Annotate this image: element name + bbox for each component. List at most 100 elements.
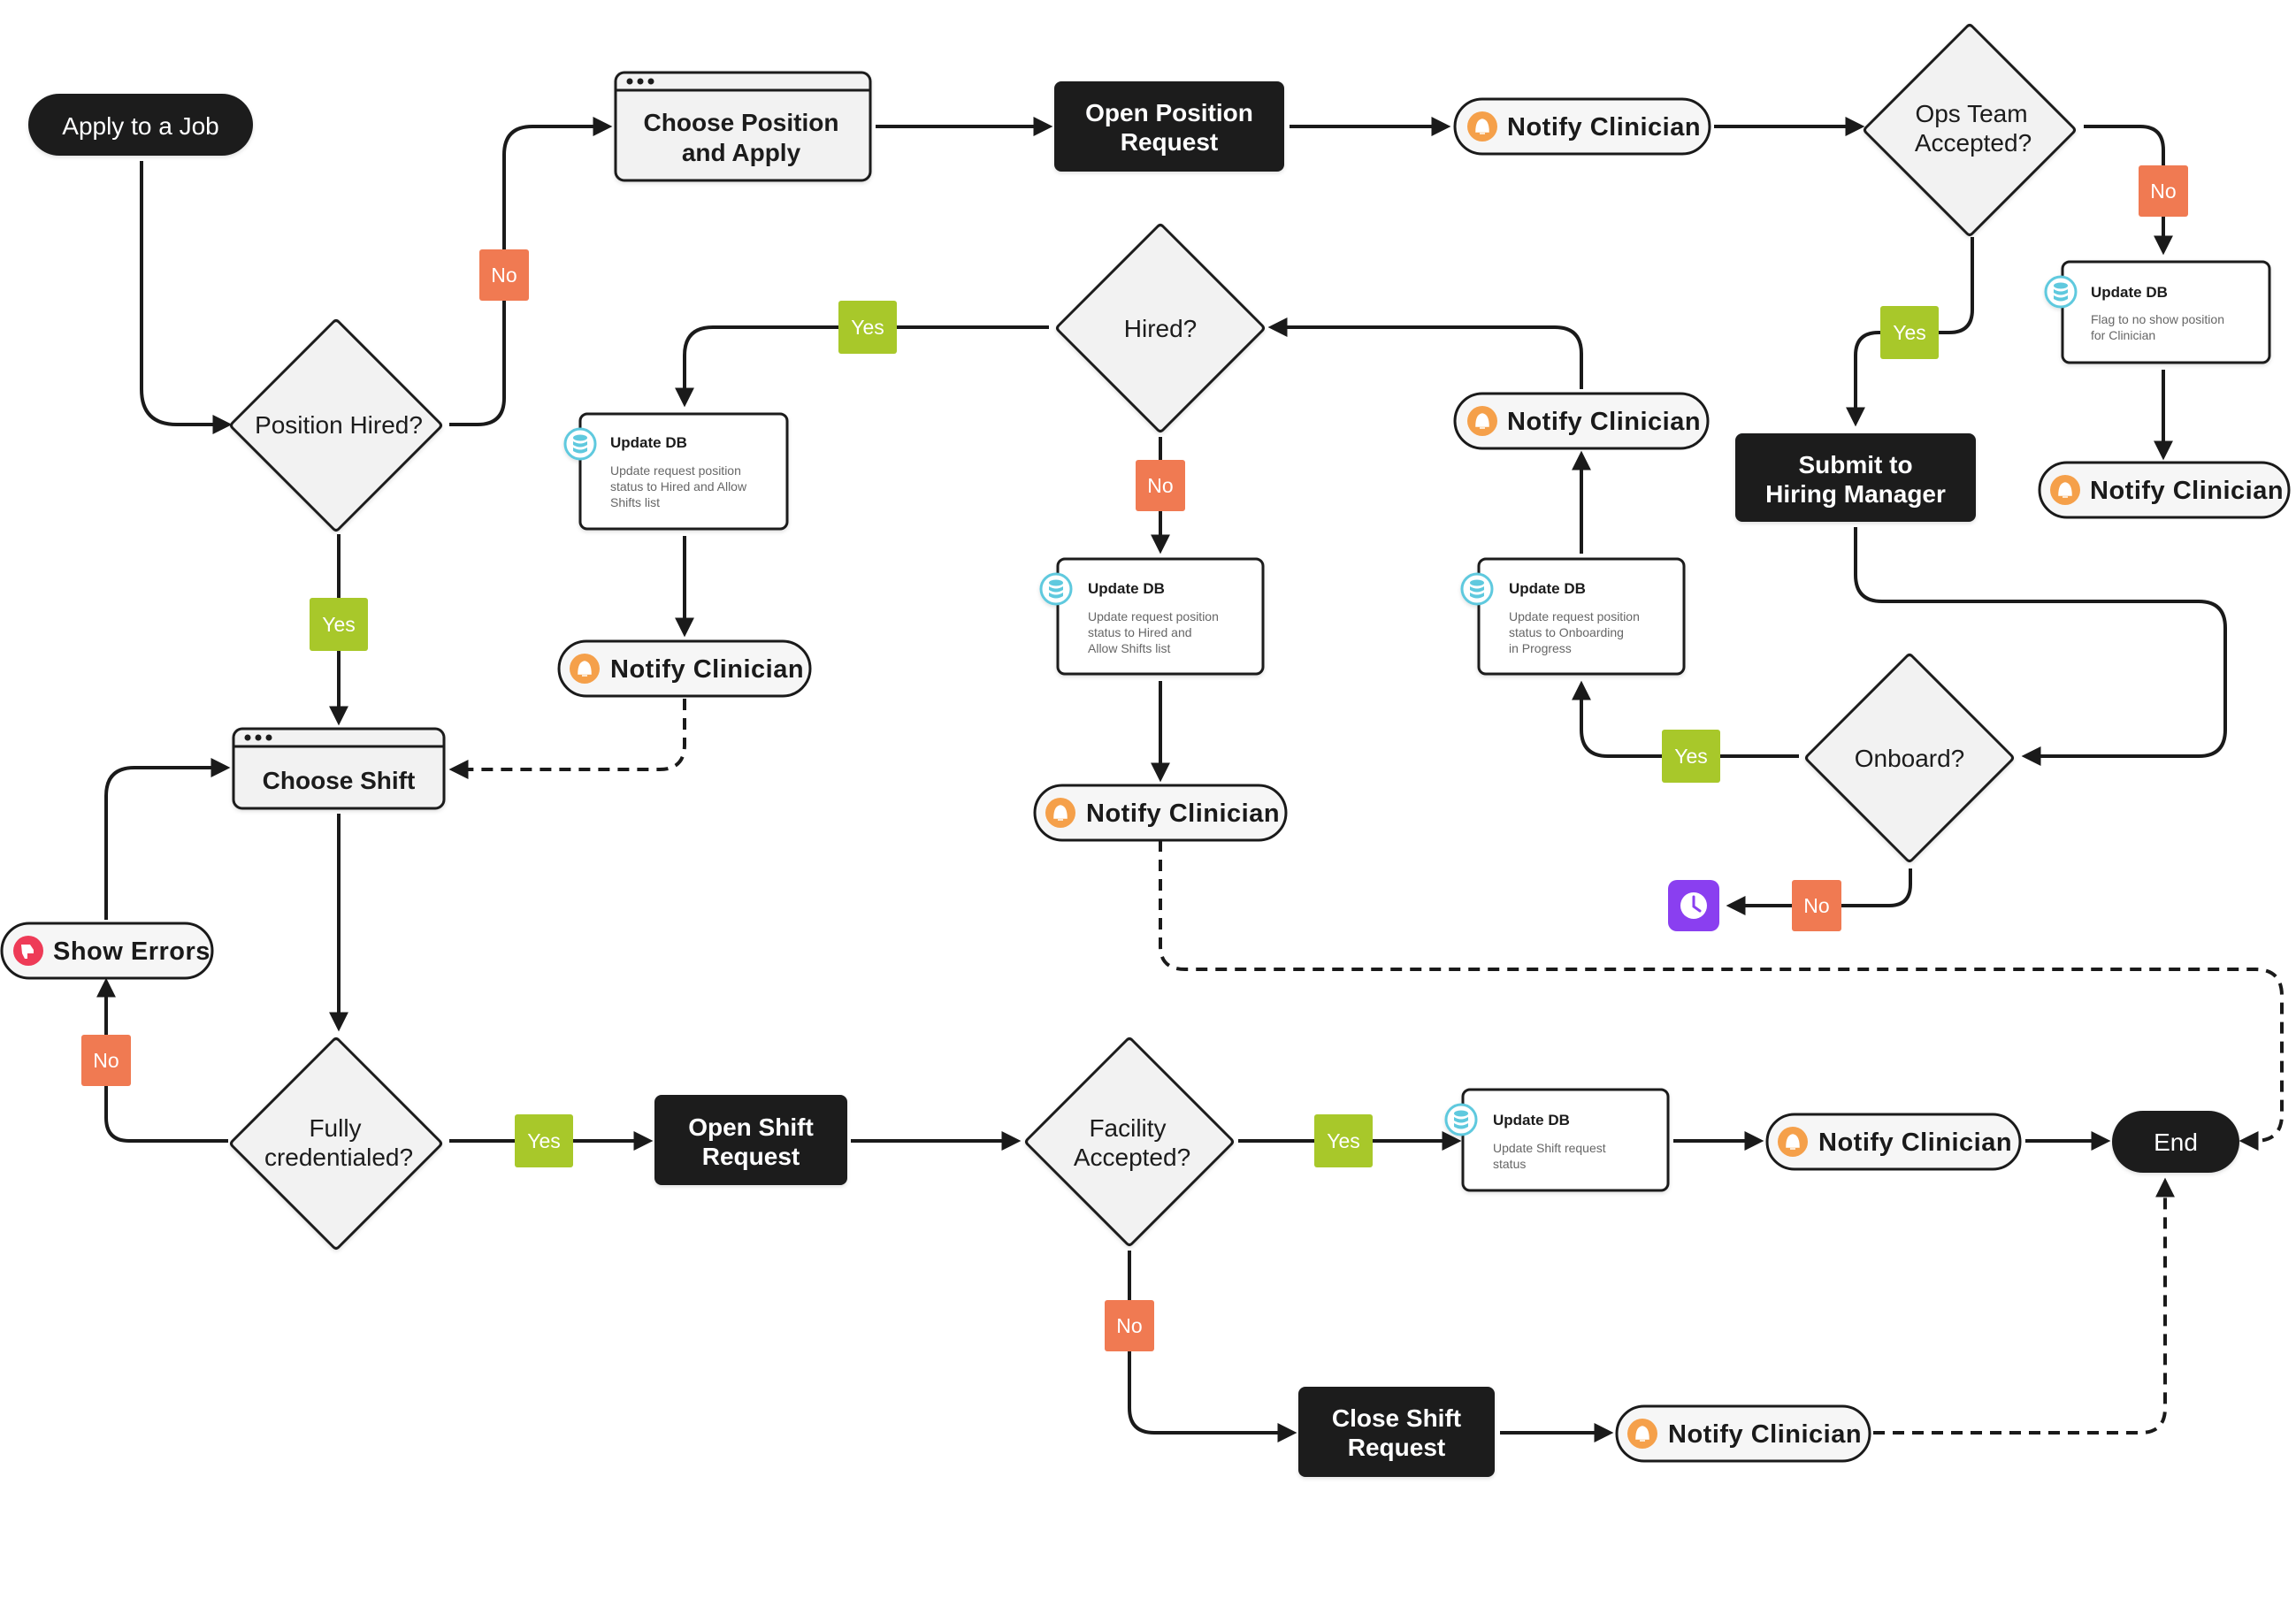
- edge-ops-no: [2084, 125, 2173, 256]
- onboard-label: Onboard?: [1855, 745, 1965, 772]
- yes-badge: Yes: [1314, 1114, 1373, 1167]
- hired-label: Hired?: [1124, 315, 1197, 342]
- notify-clinician-pill[interactable]: Notify Clinician: [1615, 1404, 1871, 1463]
- db-desc-line: in Progress: [1509, 641, 1572, 655]
- submit-line2: Hiring Manager: [1765, 480, 1946, 508]
- no-badge: No: [1105, 1300, 1154, 1351]
- credentialed-line1: Fully: [309, 1114, 361, 1142]
- yes-badge: Yes: [515, 1114, 573, 1167]
- ops-team-accepted-decision[interactable]: Ops Team Accepted?: [1864, 24, 2076, 236]
- fully-credentialed-decision[interactable]: Fully credentialed?: [230, 1037, 442, 1250]
- svg-text:Yes: Yes: [322, 613, 356, 636]
- db-desc-line: status to Hired and Allow: [610, 479, 747, 493]
- close-shift-request-node[interactable]: Close Shift Request: [1298, 1387, 1495, 1477]
- start-terminal[interactable]: Apply to a Job: [28, 94, 253, 156]
- notify-label: Notify Clinician: [1086, 800, 1280, 828]
- open-shift-line2: Request: [702, 1143, 800, 1170]
- db-desc-line: for Clinician: [2091, 328, 2155, 342]
- notify-clinician-pill[interactable]: Notify Clinician: [1453, 97, 1711, 156]
- db-desc-line: Allow Shifts list: [1088, 641, 1170, 655]
- edges: [96, 117, 2284, 1442]
- svg-text:No: No: [1803, 894, 1829, 917]
- db-title: Update DB: [1493, 1112, 1570, 1128]
- notify-clinician-pill[interactable]: Notify Clinician: [1453, 392, 1710, 450]
- yes-badge: Yes: [1662, 730, 1720, 783]
- notify-clinician-pill[interactable]: Notify Clinician: [2038, 461, 2291, 519]
- yes-badge: Yes: [838, 301, 897, 354]
- open-position-line2: Request: [1121, 128, 1218, 156]
- svg-text:No: No: [93, 1049, 119, 1072]
- db-title: Update DB: [1509, 580, 1586, 597]
- open-shift-request-node[interactable]: Open Shift Request: [654, 1095, 847, 1185]
- no-badge: No: [1136, 460, 1185, 511]
- svg-text:No: No: [1147, 474, 1173, 497]
- choose-position-window[interactable]: Choose Position and Apply: [614, 71, 872, 182]
- svg-text:Yes: Yes: [851, 316, 884, 339]
- db-desc-line: Flag to no show position: [2091, 312, 2224, 326]
- facility-line2: Accepted?: [1074, 1144, 1190, 1171]
- svg-text:Yes: Yes: [1327, 1129, 1360, 1152]
- no-badge: No: [81, 1035, 131, 1086]
- db-title: Update DB: [610, 434, 687, 451]
- db-ops-no-node[interactable]: Update DB Flag to no show position for C…: [2044, 260, 2271, 364]
- notify-label: Notify Clinician: [610, 655, 804, 684]
- database-icon: [2044, 275, 2078, 309]
- position-hired-label: Position Hired?: [255, 411, 423, 439]
- yes-no-badges: No No No No No No Yes Yes: [81, 165, 2188, 1351]
- db-hired-no-node[interactable]: Update DB Update request position status…: [1039, 557, 1265, 676]
- hired-decision[interactable]: Hired?: [1056, 224, 1265, 432]
- onboard-decision[interactable]: Onboard?: [1805, 654, 2014, 862]
- notify-label: Notify Clinician: [1818, 1128, 2012, 1157]
- open-shift-line1: Open Shift: [688, 1113, 814, 1141]
- db-onboard-node[interactable]: Update DB Update request position status…: [1460, 557, 1686, 676]
- db-title: Update DB: [1088, 580, 1165, 597]
- credentialed-line2: credentialed?: [264, 1144, 413, 1171]
- end-terminal[interactable]: End: [2112, 1111, 2239, 1173]
- svg-text:Yes: Yes: [527, 1129, 561, 1152]
- no-badge: No: [479, 249, 529, 301]
- notify-label: Notify Clinician: [1507, 113, 1701, 142]
- no-badge: No: [1792, 880, 1841, 931]
- choose-shift-label: Choose Shift: [263, 767, 416, 794]
- db-hired-yes-node[interactable]: Update DB Update request position status…: [563, 412, 789, 531]
- db-desc-line: status to Hired and: [1088, 625, 1192, 639]
- db-desc-line: Shifts list: [610, 495, 660, 509]
- submit-hiring-manager-node[interactable]: Submit to Hiring Manager: [1735, 433, 1976, 522]
- choose-position-line2: and Apply: [682, 139, 801, 166]
- ops-line1: Ops Team: [1915, 100, 2027, 127]
- submit-line1: Submit to: [1798, 451, 1912, 478]
- start-label: Apply to a Job: [62, 112, 218, 140]
- notify-clinician-pill[interactable]: Notify Clinician: [1033, 784, 1288, 842]
- notify-label: Notify Clinician: [1668, 1420, 1862, 1449]
- db-desc-line: Update request position: [610, 463, 741, 478]
- svg-text:Yes: Yes: [1893, 321, 1926, 344]
- edge-submit-to-onboard: [1854, 527, 2227, 766]
- position-hired-decision[interactable]: Position Hired?: [230, 319, 442, 532]
- no-badge: No: [2139, 165, 2188, 217]
- ops-line2: Accepted?: [1915, 129, 2032, 157]
- database-icon: [1444, 1103, 1478, 1136]
- db-title: Update DB: [2091, 284, 2168, 301]
- yes-badge: Yes: [1880, 306, 1939, 359]
- edge-notify-to-hired: [1267, 318, 1583, 389]
- edge-start-to-position-hired: [140, 161, 233, 434]
- facility-accepted-decision[interactable]: Facility Accepted?: [1025, 1037, 1234, 1246]
- edge-notify-to-choose-shift: [448, 699, 686, 779]
- edge-hired-yes: [675, 325, 1049, 408]
- show-errors-pill[interactable]: Show Errors: [0, 922, 214, 980]
- yes-badge: Yes: [310, 598, 368, 651]
- db-desc-line: Update request position: [1509, 609, 1640, 624]
- db-desc-line: status: [1493, 1157, 1526, 1171]
- db-desc-line: status to Onboarding: [1509, 625, 1624, 639]
- db-shift-node[interactable]: Update DB Update Shift request status: [1444, 1088, 1670, 1192]
- notify-clinician-pill[interactable]: Notify Clinician: [1765, 1113, 2022, 1171]
- notify-clinician-pill[interactable]: Notify Clinician: [557, 639, 812, 698]
- database-icon: [1460, 572, 1494, 606]
- edge-onboard-no: [1726, 868, 1912, 915]
- open-position-request-node[interactable]: Open Position Request: [1054, 81, 1284, 172]
- choose-shift-window[interactable]: Choose Shift: [232, 727, 446, 810]
- close-shift-line1: Close Shift: [1332, 1404, 1461, 1432]
- svg-text:No: No: [491, 264, 517, 287]
- choose-position-line1: Choose Position: [644, 109, 839, 136]
